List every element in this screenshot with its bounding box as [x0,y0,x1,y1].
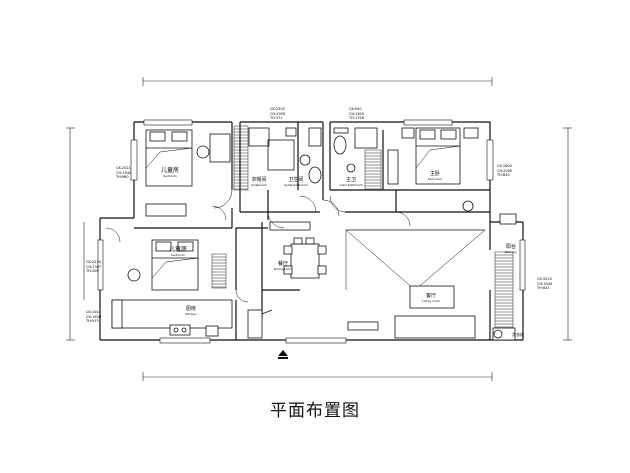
guest-bath-label: 卫生间 guest bathroom [284,177,308,187]
master-bedroom-furniture [387,127,479,212]
plan-title: 平面布置图 [270,401,360,421]
main-bath-label: 主卫 main bathroom [339,177,363,187]
master-bedroom-label: 主卧 bed room [427,171,443,181]
bedroom2-label: 儿童房 bedroom [168,246,187,257]
living-label: 客厅 Living room [422,293,440,303]
dining-label: 餐厅 Dining room [273,261,293,271]
bedroom1-furniture [145,129,231,221]
wardrobe-hatching [211,125,514,331]
laundry-label: 洗衣机 [512,332,524,337]
bath-fixtures [248,127,378,213]
windows [97,119,526,344]
kitchen-fixtures [111,299,273,339]
living-furniture [345,213,517,341]
entrance-arrow-icon [278,350,288,359]
dining-furniture [269,221,327,279]
bedroom2-furniture [105,227,199,291]
dimension-lines [66,77,572,381]
kitchen-label: 厨房 Kitchen [185,306,197,316]
door-swings [213,189,411,303]
cloakroom-label: 衣帽间 Cloakroom [250,177,268,187]
balcony-label: 阳台 Balcony [505,244,517,254]
bedroom1-label: 儿童房 bedroom [160,167,179,178]
